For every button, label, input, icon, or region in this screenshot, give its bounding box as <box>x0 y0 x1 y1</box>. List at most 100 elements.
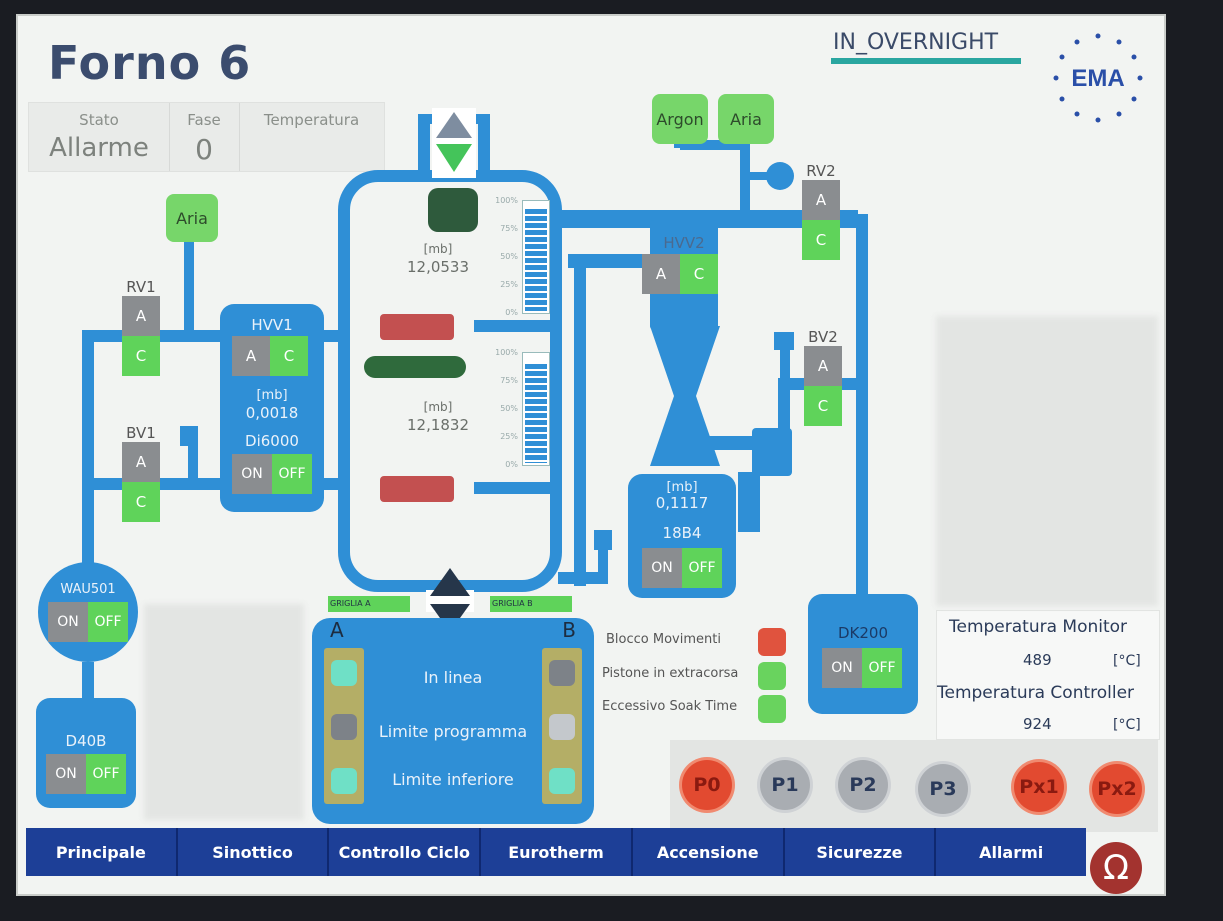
d40b-on-button[interactable]: ON <box>46 754 86 794</box>
pipe-main-right <box>558 210 858 228</box>
d40b-off-button[interactable]: OFF <box>86 754 126 794</box>
valve-rv2-a-button[interactable]: A <box>802 180 840 220</box>
pipe-argon-bridge <box>680 140 750 150</box>
aria-inlet-left[interactable]: Aria <box>166 194 218 242</box>
program-p3-button[interactable]: P3 <box>918 764 968 814</box>
pipe-top-left <box>418 116 430 176</box>
valve-hvv2-a-button[interactable]: A <box>642 254 680 294</box>
program-p2-button[interactable]: P2 <box>838 760 888 810</box>
valve-hvv1[interactable]: A C <box>232 336 308 376</box>
nav-accensione[interactable]: Accensione <box>633 828 785 876</box>
gauge-scale-tick: 0% <box>505 460 518 469</box>
valve-bv2-c-button[interactable]: C <box>804 386 842 426</box>
temperature-box: Temperatura Monitor 489 [°C] Temperatura… <box>936 610 1160 740</box>
nav-principale[interactable]: Principale <box>26 828 178 876</box>
dk200-on-button[interactable]: ON <box>822 648 862 688</box>
di6000-label: Di6000 <box>245 432 299 450</box>
limit-programma-label: Limite programma <box>378 722 528 741</box>
wau501-switch[interactable]: ON OFF <box>48 602 128 642</box>
nav-eurotherm[interactable]: Eurotherm <box>481 828 633 876</box>
chamber-lift-arrows[interactable] <box>432 108 476 178</box>
dk200-switch[interactable]: ON OFF <box>822 648 902 688</box>
program-bar <box>670 740 1158 832</box>
upper-gauge-fill <box>525 208 547 311</box>
18b4-switch[interactable]: ON OFF <box>642 548 722 588</box>
nav-sinottico[interactable]: Sinottico <box>178 828 330 876</box>
alarm-pistone-led <box>758 662 786 690</box>
gauge-scale-tick: 50% <box>500 252 518 261</box>
limit-a-in-linea <box>331 660 357 686</box>
valve-bv1-a-button[interactable]: A <box>122 442 160 482</box>
gauge-scale-tick: 0% <box>505 308 518 317</box>
d40b-switch[interactable]: ON OFF <box>46 754 126 794</box>
valve-bv2[interactable]: BV2 A C <box>804 328 842 426</box>
wau501-on-button[interactable]: ON <box>48 602 88 642</box>
program-p1-button[interactable]: P1 <box>760 760 810 810</box>
valve-bv1-c-button[interactable]: C <box>122 482 160 522</box>
temp-controller-value: 924 <box>1023 715 1052 733</box>
limits-column-b <box>542 648 582 804</box>
gauge-scale-tick: 100% <box>495 348 518 357</box>
chamber-shelf-lower <box>474 482 554 494</box>
di6000-on-button[interactable]: ON <box>232 454 272 494</box>
heater-lower <box>380 476 454 502</box>
program-px1-button[interactable]: Px1 <box>1014 762 1064 812</box>
gauge-scale-tick: 50% <box>500 404 518 413</box>
temp-controller-unit: [°C] <box>1113 717 1141 733</box>
nav-allarmi[interactable]: Allarmi <box>979 842 1044 862</box>
temp-monitor-value: 489 <box>1023 651 1052 669</box>
valve-hvv2[interactable]: A C <box>642 254 718 294</box>
pipe-right-down <box>574 266 586 586</box>
temp-monitor-label: Temperatura Monitor <box>949 617 1128 637</box>
lower-pressure: 12,1832 <box>406 416 470 434</box>
nav-controllo-ciclo[interactable]: Controllo Ciclo <box>329 828 482 876</box>
pipe-argon-aria <box>740 144 750 214</box>
limits-panel: A B In linea Limite programma Limite inf… <box>312 618 594 824</box>
valve-hvv1-label: HVV1 <box>251 316 293 334</box>
wau501-off-button[interactable]: OFF <box>88 602 128 642</box>
limit-b-inferiore <box>549 768 575 794</box>
18b4-pressure: 0,1117 <box>655 494 709 512</box>
omega-logout-icon[interactable]: Ω <box>1090 842 1142 894</box>
dk200-off-button[interactable]: OFF <box>862 648 902 688</box>
upper-pressure-unit: [mb] <box>423 242 453 256</box>
valve-hvv1-a-button[interactable]: A <box>232 336 270 376</box>
limit-a-programma <box>331 714 357 740</box>
valve-rv2[interactable]: RV2 A C <box>802 162 840 260</box>
program-px2-button[interactable]: Px2 <box>1092 764 1142 814</box>
argon-inlet[interactable]: Argon <box>652 94 708 144</box>
limit-a-inferiore <box>331 768 357 794</box>
pipe-stub-right <box>598 546 608 584</box>
program-p0-button[interactable]: P0 <box>682 760 732 810</box>
nav-sicurezze[interactable]: Sicurezze <box>785 828 937 876</box>
page-title: Forno 6 <box>48 36 252 90</box>
valve-bv2-a-button[interactable]: A <box>804 346 842 386</box>
blurred-info-panel-left <box>144 604 304 820</box>
pipe-bv2-down <box>778 378 790 438</box>
lower-gauge-fill <box>525 363 547 463</box>
valve-hvv2-c-button[interactable]: C <box>680 254 718 294</box>
valve-hvv1-c-button[interactable]: C <box>270 336 308 376</box>
lift-up-icon <box>436 112 472 138</box>
18b4-off-button[interactable]: OFF <box>682 548 722 588</box>
valve-rv1-a-button[interactable]: A <box>122 296 160 336</box>
hvv1-di6000-panel: HVV1 A C [mb] 0,0018 Di6000 ON OFF <box>220 304 324 512</box>
valve-rv2-label: RV2 <box>806 162 836 180</box>
temperatura-cell: Temperatura <box>239 103 384 171</box>
d40b-panel: D40B ON OFF <box>36 698 136 808</box>
aria-inlet-right[interactable]: Aria <box>718 94 774 144</box>
limit-b-in-linea <box>549 660 575 686</box>
hp-indicator <box>428 188 478 232</box>
griglia-b-label: GRIGLIA B <box>490 596 572 612</box>
valve-bv2-label: BV2 <box>808 328 838 346</box>
di6000-off-button[interactable]: OFF <box>272 454 312 494</box>
valve-rv2-c-button[interactable]: C <box>802 220 840 260</box>
valve-rv1-c-button[interactable]: C <box>122 336 160 376</box>
valve-rv1[interactable]: RV1 A C <box>122 278 160 376</box>
gas-accumulator <box>766 162 794 190</box>
lower-gauge-scale: 100%75%50%25%0% <box>484 348 520 469</box>
pipe-aria-left <box>184 242 194 332</box>
valve-bv1[interactable]: BV1 A C <box>122 424 160 522</box>
di6000-switch[interactable]: ON OFF <box>232 454 312 494</box>
18b4-on-button[interactable]: ON <box>642 548 682 588</box>
